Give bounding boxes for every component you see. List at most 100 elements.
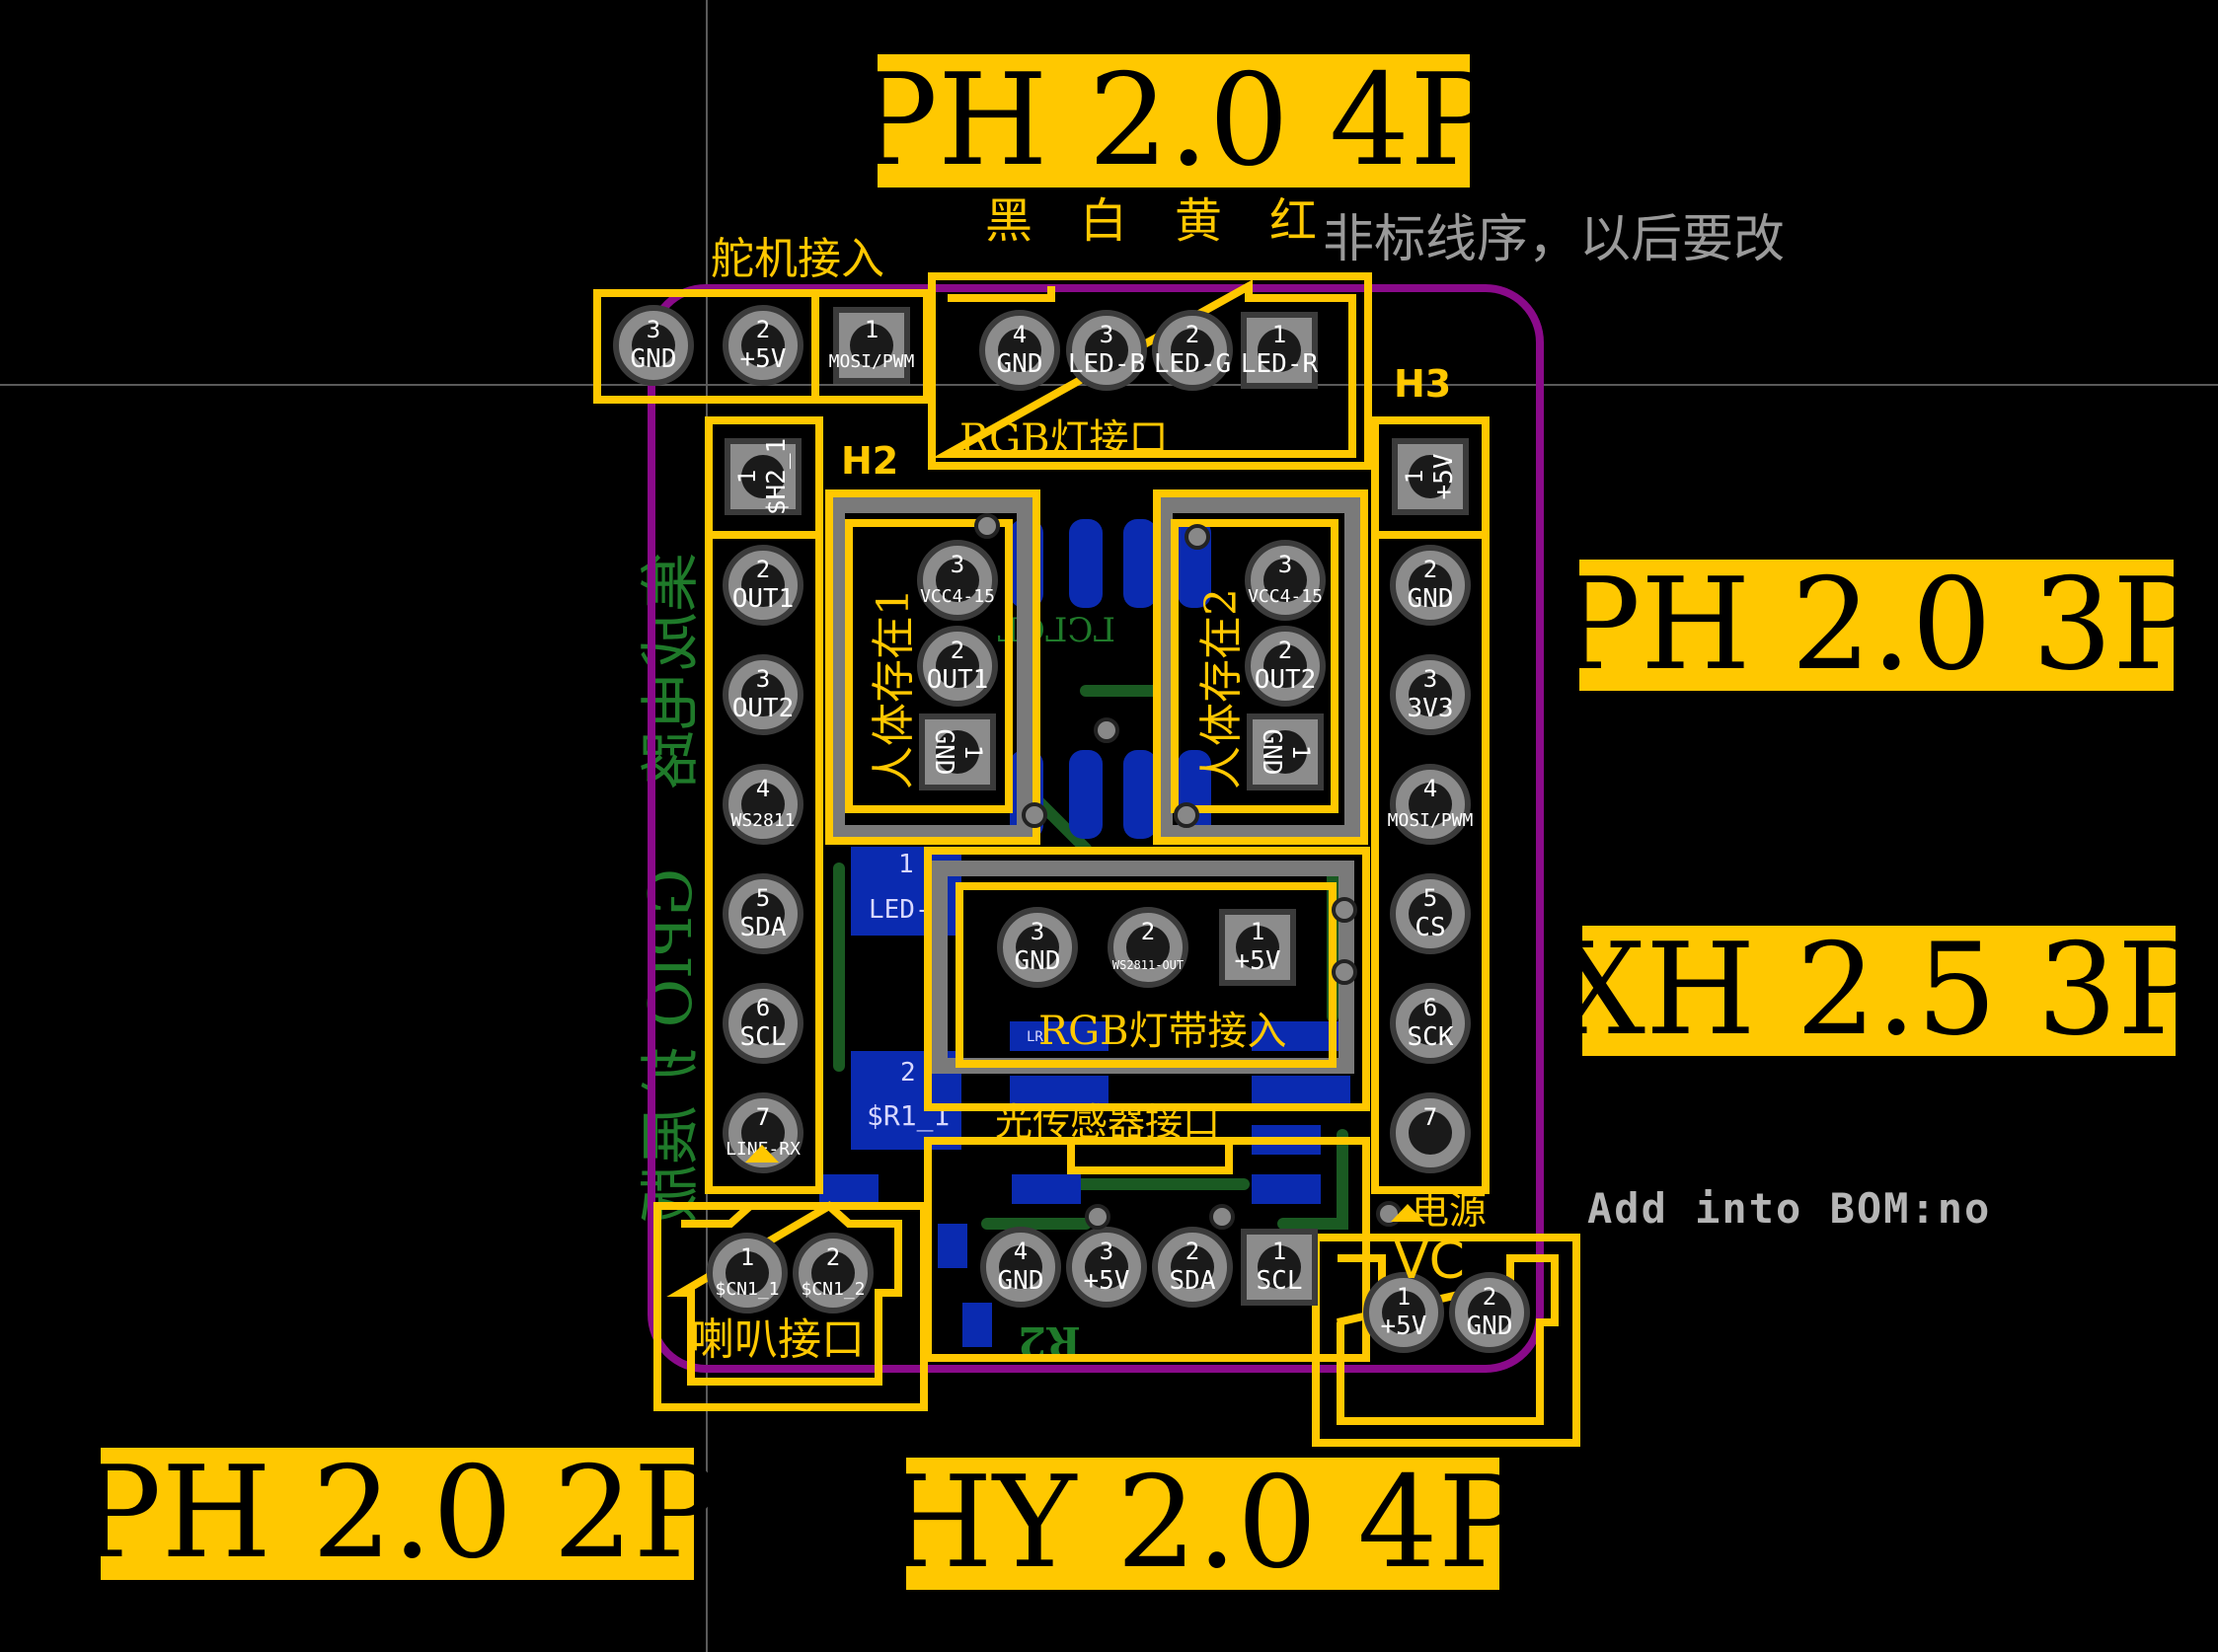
presence2-outline [1153, 489, 1368, 845]
via [1332, 959, 1357, 985]
label-hy20-4p: HY 2.0 4P [882, 1450, 1523, 1597]
smd-pad-small [1012, 1174, 1081, 1204]
pad-number: 2 [1185, 1238, 1199, 1265]
pad-net-name: 3V3 [1408, 694, 1454, 723]
pad-net-name: GND [998, 1266, 1044, 1296]
pad-hole [1126, 926, 1170, 969]
pad--cn1-1: 1$CN1_1 [707, 1233, 788, 1314]
pad-hole [741, 563, 785, 607]
pad-hole [741, 455, 785, 498]
nonstandard-wire-note: 非标线序，以后要改 [1323, 210, 1786, 269]
speaker-outline [653, 1202, 928, 1411]
h2-label: H2 [841, 439, 898, 483]
pad-net-name: LED-R [1241, 349, 1319, 379]
pad-hole [1258, 329, 1301, 372]
pad-number: 2 [1278, 637, 1292, 664]
pad-hole [1409, 673, 1452, 716]
pad-net-name: LED-B [1068, 349, 1145, 379]
pad-number: 3 [951, 551, 964, 578]
pad-net-name: MOSI/PWM [829, 351, 915, 372]
smd-pad-small [1252, 1076, 1350, 1105]
smd-pad-small [1252, 1174, 1321, 1204]
pad-number: 7 [756, 1103, 770, 1131]
pad-net-name: LED-G [1154, 349, 1231, 379]
board-outline [648, 284, 1544, 1373]
power-outline [1312, 1234, 1580, 1447]
pad-number: 1 [865, 316, 879, 343]
pad-hole [936, 559, 979, 602]
wire-order-label: 黑 白 黄 红 [985, 193, 1317, 249]
silkscreen: 舵机接入 黑 白 黄 红 RGB灯接口 H2 H3 人体存在1 人体存在2 RG… [691, 193, 1487, 1365]
light-sensor-label: 光传感器接口 [995, 1100, 1220, 1144]
pad-number: 1 [1272, 321, 1286, 348]
pad--5v: 1+5V [1392, 438, 1469, 515]
pad-number: 2 [951, 637, 964, 664]
pad-hole [1409, 455, 1452, 498]
presence1-inner [845, 519, 1013, 813]
pad-net-name: SCL [740, 1022, 787, 1052]
pad-hole [1171, 329, 1214, 372]
left-header-outline [705, 416, 823, 1194]
pad-number: 3 [1278, 551, 1292, 578]
pad-number: 1 [1401, 470, 1428, 484]
pad-number: 4 [1013, 321, 1027, 348]
pad-number: 4 [1014, 1238, 1028, 1265]
pad-number: 5 [756, 884, 770, 912]
pad-hole [741, 673, 785, 716]
pad-net-name: GND [1015, 946, 1061, 976]
via [1085, 1204, 1110, 1230]
pad-number: 1 [1272, 1238, 1286, 1265]
pad-number: 7 [1423, 1103, 1437, 1131]
pad-net-name: +5V [1429, 454, 1459, 500]
pad-hole [936, 644, 979, 688]
pad-hole [726, 1251, 769, 1295]
pad-line-rx: 7LINE-RX [723, 1092, 803, 1173]
back-chip-text: LCLCL [997, 611, 1115, 650]
via [1094, 717, 1119, 743]
pad-net-name: WS2811 [730, 810, 795, 831]
speaker-label: 喇叭接口 [691, 1314, 865, 1365]
pin1-marker [745, 1145, 779, 1163]
right-header-outline [1371, 416, 1490, 1194]
rgb-strip-outline [924, 847, 1370, 1111]
pad-7: 7 [1390, 1092, 1471, 1173]
servo-connector-outline [593, 289, 931, 404]
smd-pad-small [938, 1224, 967, 1268]
pad-hole [936, 730, 979, 774]
pad-number: 3 [647, 316, 660, 343]
label-ph20-4p: PH 2.0 4P [852, 46, 1495, 194]
pad-hole [1468, 1291, 1511, 1334]
pad--5v: 3+5V [1066, 1227, 1147, 1308]
pad--5v: 1+5V [1363, 1272, 1444, 1353]
pad-net-name: GND [631, 344, 677, 374]
pad-net-name: VCC4-15 [1248, 586, 1323, 607]
pad-net-name: +5V [1084, 1266, 1130, 1296]
pad-number: 2 [1141, 918, 1155, 945]
pad-net-name: +5V [1235, 946, 1281, 976]
pad--5v: 1+5V [1219, 909, 1296, 986]
pad-number: 5 [1423, 884, 1437, 912]
pad-hole [1016, 926, 1059, 969]
pad-hole [1263, 644, 1307, 688]
pad-hole [741, 892, 785, 936]
pad-net-name: GND [1467, 1312, 1513, 1341]
pad-hole [741, 1111, 785, 1155]
pad--cn1-2: 2$CN1_2 [793, 1233, 874, 1314]
pad-number: 2 [1185, 321, 1199, 348]
vc-label: VC [1394, 1232, 1465, 1291]
pad-number: 1 [740, 1243, 754, 1271]
label-ph20-2p: PH 2.0 2P [76, 1440, 719, 1587]
pad-net-name: SCK [1408, 1022, 1454, 1052]
